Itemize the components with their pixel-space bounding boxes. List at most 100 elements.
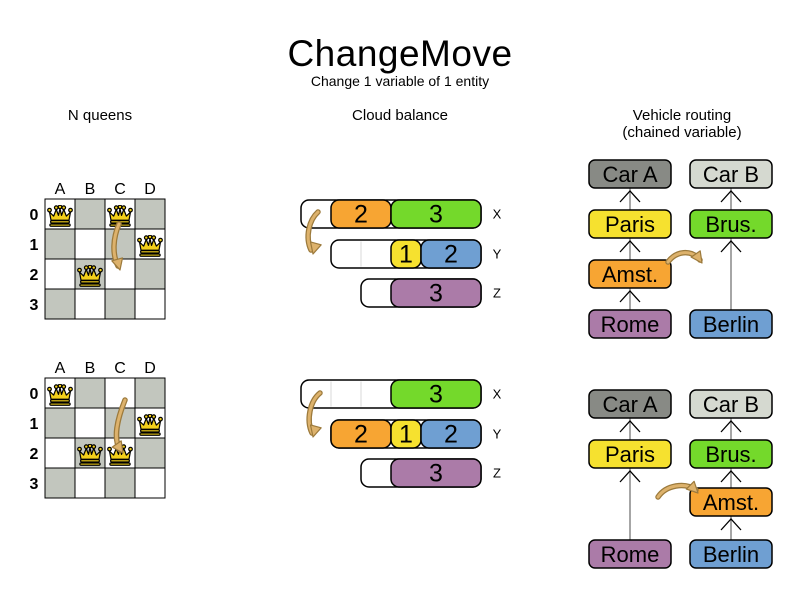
board-cell	[44, 407, 76, 439]
board-row-label: 3	[30, 476, 39, 493]
vrp-box-label: Berlin	[703, 312, 759, 337]
process-block	[390, 458, 482, 488]
vrp-box	[588, 389, 672, 419]
process-value: 2	[444, 241, 458, 269]
section-label-cloud-balance: Cloud balance	[352, 107, 448, 124]
diagram-title: ChangeMove	[287, 33, 513, 74]
move-arrow-head-icon	[111, 440, 124, 454]
board-cell	[74, 228, 106, 260]
vrp-box-label: Rome	[601, 312, 660, 337]
board-cell	[104, 228, 136, 260]
vrp-box	[689, 209, 773, 239]
chain-arrowhead-icon	[619, 290, 641, 303]
board-cell	[74, 377, 106, 409]
vrp-box-label: Berlin	[703, 542, 759, 567]
vrp-box-label: Amst.	[602, 262, 658, 287]
board-column-label: B	[85, 360, 96, 377]
board-column-label: C	[114, 360, 126, 377]
chain-arrowhead-icon	[619, 190, 641, 203]
computer-label: X	[493, 387, 502, 402]
vrp-box	[588, 439, 672, 469]
move-arrow-head-icon	[685, 480, 699, 494]
vrp-box	[689, 309, 773, 339]
vrp-box	[689, 539, 773, 569]
process-block	[390, 278, 482, 308]
board-cell	[74, 198, 106, 230]
board-cell	[134, 437, 166, 469]
vrp-box	[588, 159, 672, 189]
move-arrow-head-icon	[690, 250, 703, 264]
board-row-label: 1	[30, 416, 39, 433]
vrp-box-label: Brus.	[705, 212, 756, 237]
board-cell	[134, 258, 166, 290]
computer-label: Y	[493, 247, 502, 262]
chain-arrowhead-icon	[720, 240, 742, 253]
move-arrow-icon	[307, 391, 322, 435]
move-arrow-icon	[306, 210, 320, 252]
chain-arrowhead-icon	[720, 420, 742, 433]
board-cell	[74, 288, 106, 320]
chain-arrowhead-icon	[619, 420, 641, 433]
process-value: 2	[354, 201, 368, 229]
board-cell	[44, 228, 76, 260]
board-cell	[104, 467, 136, 499]
chain-arrowhead-icon	[720, 470, 742, 483]
process-value: 3	[429, 201, 443, 229]
section-label-vehicle-routing: Vehicle routing (chained variable)	[582, 107, 782, 141]
process-value: 3	[429, 460, 443, 488]
board-column-label: D	[144, 181, 156, 198]
vrp-box-label: Rome	[601, 542, 660, 567]
board-cell	[44, 258, 76, 290]
vrp-label-line1: Vehicle routing	[632, 107, 732, 124]
computer-label: Z	[493, 286, 501, 301]
board-cell	[104, 288, 136, 320]
vrp-box	[689, 487, 773, 517]
computer-label: X	[493, 207, 502, 222]
board-row-label: 0	[30, 386, 39, 403]
vrp-box-label: Car B	[703, 162, 759, 187]
process-value: 2	[444, 421, 458, 449]
vrp-box	[689, 389, 773, 419]
board-cell	[44, 467, 76, 499]
move-arrow-head-icon	[309, 424, 322, 438]
process-value: 2	[354, 421, 368, 449]
vrp-label-line2: (chained variable)	[622, 124, 742, 141]
board-cell	[134, 198, 166, 230]
board-cell	[74, 407, 106, 439]
board-row-label: 2	[30, 267, 39, 284]
move-arrow-head-icon	[309, 241, 322, 255]
vrp-box-label: Paris	[605, 442, 655, 467]
board-row-label: 2	[30, 446, 39, 463]
process-block	[420, 239, 482, 269]
process-value: 1	[399, 421, 413, 449]
board-column-label: A	[55, 360, 66, 377]
chain-arrowhead-icon	[619, 470, 641, 483]
vrp-box	[689, 159, 773, 189]
vrp-box-label: Car A	[602, 162, 657, 187]
computer-label: Y	[493, 427, 502, 442]
board-cell	[104, 377, 136, 409]
vrp-box	[588, 209, 672, 239]
nqueens-board-after: A B C D 0 1 2 3	[30, 360, 166, 499]
computer-label: Z	[493, 466, 501, 481]
diagram-subtitle: Change 1 variable of 1 entity	[310, 73, 490, 89]
move-arrow-head-icon	[111, 257, 124, 271]
chain-arrowhead-icon	[619, 240, 641, 253]
vrp-box	[588, 539, 672, 569]
chain-arrowhead-icon	[720, 190, 742, 203]
section-label-nqueens: N queens	[67, 107, 133, 124]
board-cell	[134, 467, 166, 499]
vrp-box	[689, 439, 773, 469]
vrp-box	[588, 259, 672, 289]
board-cell	[134, 377, 166, 409]
board-column-label: D	[144, 360, 156, 377]
vrp-box-label: Car B	[703, 392, 759, 417]
board-row-label: 1	[30, 237, 39, 254]
process-value: 1	[399, 241, 413, 269]
vrp-box-label: Brus.	[705, 442, 756, 467]
